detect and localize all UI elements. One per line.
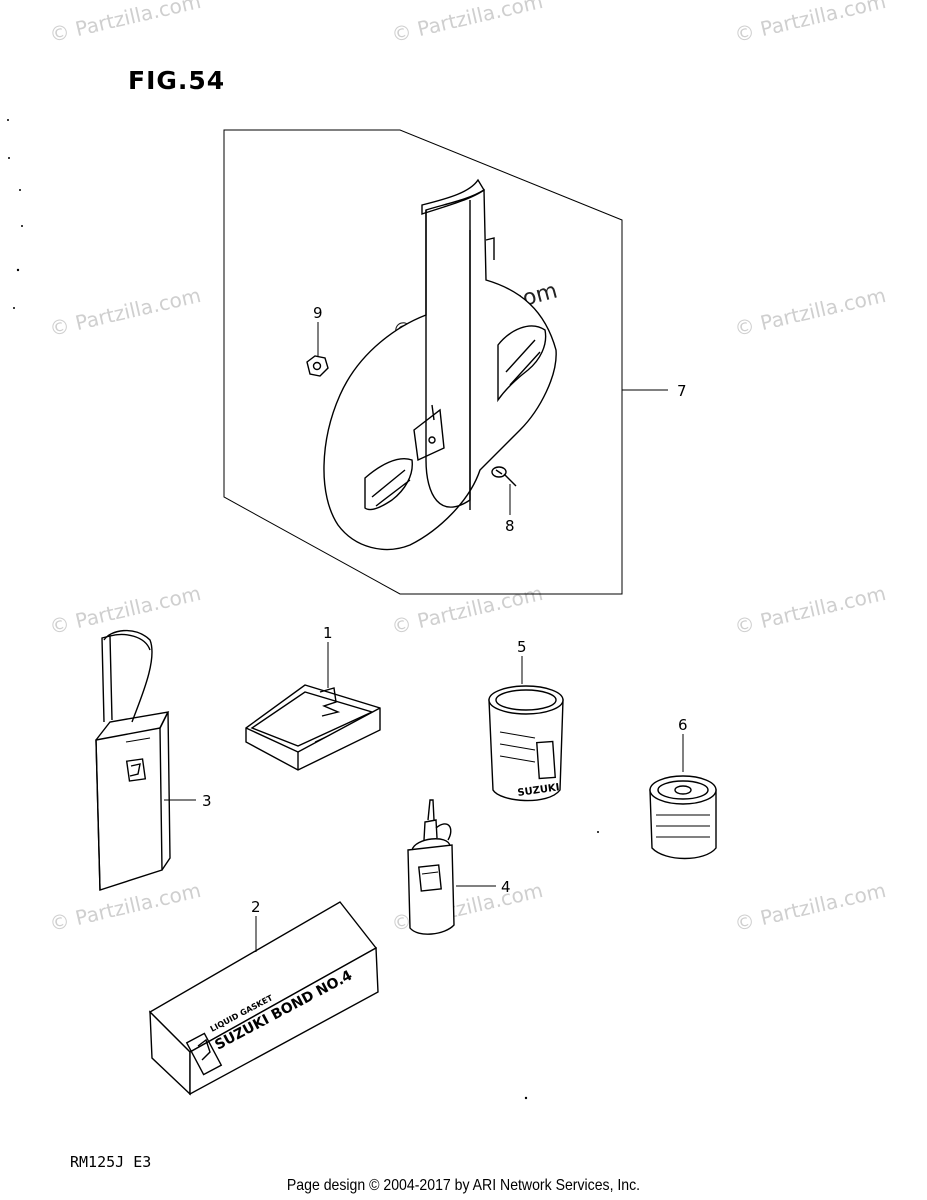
part-1-tool-case: [245, 684, 381, 771]
part-3-container: [95, 629, 171, 891]
part-9-nut: [306, 355, 329, 377]
callout-4: 4: [501, 878, 511, 896]
part-2-gasket-box: LIQUID GASKET SUZUKI BOND NO.4: [148, 901, 379, 1096]
callout-2: 2: [251, 898, 261, 916]
callout-7: 7: [677, 382, 687, 400]
callout-8: 8: [505, 517, 515, 535]
model-code: RM125J E3: [70, 1153, 152, 1171]
footer-copyright: Page design © 2004-2017 by ARI Network S…: [286, 1177, 641, 1194]
scan-marks: [7, 119, 599, 1100]
callout-6: 6: [678, 716, 688, 734]
kit-outline: [223, 129, 623, 595]
part-4-bottle: [407, 799, 455, 935]
figure-title: FIG.54: [128, 66, 226, 95]
callout-5: 5: [517, 638, 527, 656]
callout-1: 1: [323, 624, 333, 642]
callout-9: 9: [313, 304, 323, 322]
fork-guard: [323, 178, 557, 551]
part-5-can: SUZUKI: [488, 685, 564, 802]
part-6-small-can: [649, 775, 717, 860]
callout-3: 3: [202, 792, 212, 810]
part-8-screw: [491, 466, 517, 487]
